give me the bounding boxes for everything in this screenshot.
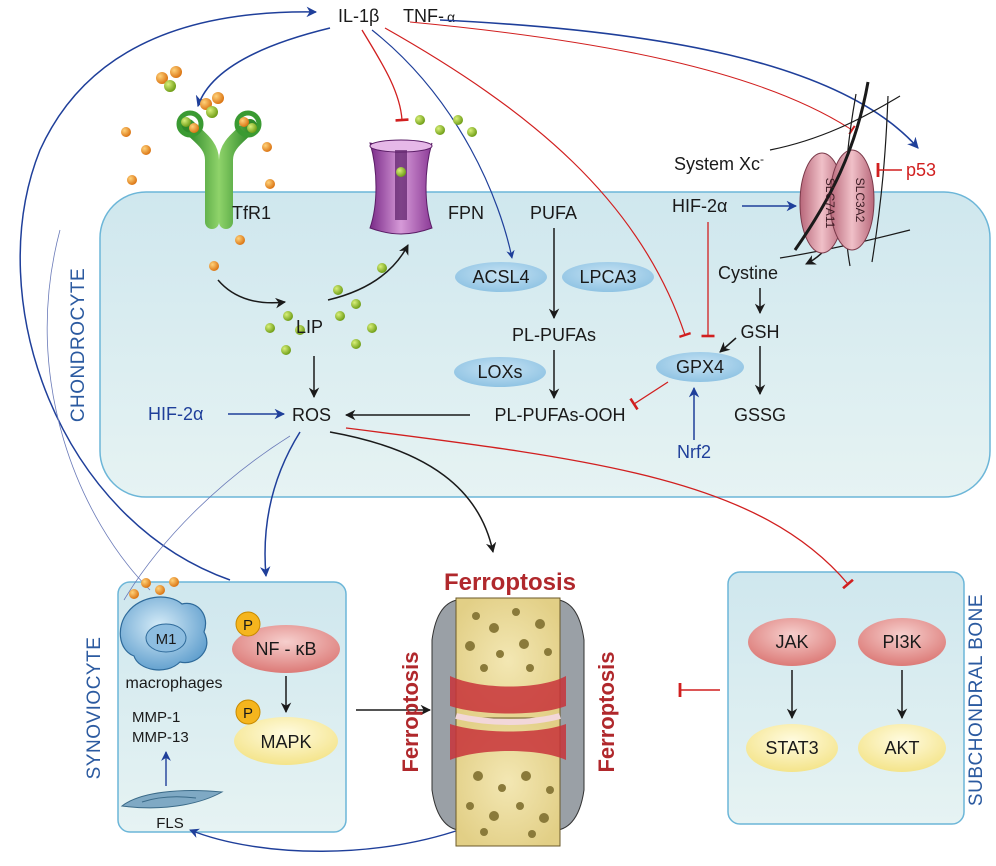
pi3k-label: PI3K (882, 632, 921, 652)
m1-label: M1 (156, 631, 177, 648)
akt-protein (858, 724, 946, 772)
fpn-channel-icon (369, 139, 433, 235)
phospho-badge-1 (235, 611, 261, 637)
inhibit-cytokines-to-gpx4 (384, 27, 692, 339)
subchondral-bone-cell (727, 571, 965, 825)
hif2a-right-label: HIF-2α (672, 196, 727, 216)
ferroptosis-top-label: Ferroptosis (444, 569, 576, 596)
phospho-label-2: P (243, 705, 253, 722)
pufa-label: PUFA (530, 203, 577, 223)
stat3-protein (746, 724, 838, 772)
gpx4-label: GPX4 (676, 357, 724, 377)
mmp13-label: MMP-13 (132, 729, 189, 746)
line-ros-to-synoviocyte-2 (123, 435, 291, 601)
line-synoviocyte-to-cytokines-2 (46, 229, 151, 591)
phospho-label-1: P (243, 617, 253, 634)
pi3k-kinase (858, 618, 946, 666)
gpx4-enzyme (656, 352, 744, 382)
nrf2-label: Nrf2 (677, 442, 711, 462)
gsh-label: GSH (740, 322, 779, 342)
akt-label: AKT (884, 738, 919, 758)
phospho-badge-2 (235, 699, 261, 725)
arrow-synoviocyte-to-cytokines (19, 6, 318, 581)
chondrocyte-label: CHONDROCYTE (68, 268, 89, 422)
lip-label: LIP (296, 317, 323, 337)
arrow-cytokines-to-acsl4 (371, 29, 515, 259)
tnf-alpha-label: TNF-α (403, 6, 455, 26)
pl-pufas-label: PL-PUFAs (512, 325, 596, 345)
gssg-label: GSSG (734, 405, 786, 425)
arrow-cytokines-to-tfr1 (195, 27, 331, 108)
arrow-joint-to-fls (189, 825, 471, 852)
slc7a11-label: SLC7A11 (823, 178, 837, 229)
inhibit-gpx4-to-ooh (629, 381, 669, 411)
pl-pufas-ooh-label: PL-PUFAs-OOH (494, 405, 625, 425)
inhibit-cytokines-to-fpn (361, 29, 409, 122)
hif2a-left-label: HIF-2α (148, 404, 203, 424)
arrow-gsh-to-gpx4 (719, 337, 737, 353)
lpca3-label: LPCA3 (579, 267, 636, 287)
loxs-label: LOXs (477, 362, 522, 382)
mapk-label: MAPK (260, 732, 311, 752)
lpca3-enzyme (562, 262, 654, 292)
jak-kinase (748, 618, 836, 666)
system-xc-label: System Xc- (674, 152, 764, 174)
ferroptosis-left-label: Ferroptosis (398, 651, 423, 772)
iron-particles-green-top (415, 115, 477, 137)
fpn-label: FPN (448, 203, 484, 223)
mmp1-label: MMP-1 (132, 709, 180, 726)
nfkb-kinase (232, 625, 340, 673)
labile-iron-pool-particles (265, 263, 387, 355)
tfr1-label: TfR1 (232, 203, 271, 223)
ros-label: ROS (292, 405, 331, 425)
chondrocyte-cell (99, 191, 991, 498)
nfkb-label: NF - κB (256, 639, 317, 659)
acsl4-label: ACSL4 (472, 267, 529, 287)
synoviocyte-label: SYNOVIOCYTE (84, 637, 105, 780)
ferroptosis-right-label: Ferroptosis (594, 651, 619, 772)
slc3a2-label: SLC3A2 (853, 178, 867, 223)
m1-macrophage-icon (119, 596, 208, 671)
macrophages-label: macrophages (126, 675, 223, 692)
cystine-label: Cystine (718, 263, 778, 283)
arrow-cytokines-to-p53 (439, 19, 919, 149)
system-xc-transporter-icon (769, 81, 911, 267)
stat3-label: STAT3 (765, 738, 818, 758)
subchondral-bone-label: SUBCHONDRAL BONE (966, 594, 987, 806)
osteoarthritis-joint-illustration (431, 597, 585, 847)
iron-particles-orange (121, 66, 275, 271)
mapk-kinase (234, 717, 338, 765)
arrow-ros-to-ferroptosis (329, 431, 497, 554)
fls-cell-icon (120, 790, 224, 809)
iron-particles-macrophage (129, 577, 179, 599)
arrow-tfr1-to-lip (217, 279, 287, 309)
tfr1-receptor-icon (176, 110, 262, 229)
p53-label: p53 (906, 160, 936, 180)
inhibit-cytokines-to-system-xc (409, 21, 856, 135)
arrow-lip-to-fpn (327, 244, 409, 301)
arrow-ros-to-synoviocyte (259, 431, 301, 578)
fls-label: FLS (156, 815, 184, 832)
loxs-enzyme (454, 357, 546, 387)
il1b-label: IL-1β (338, 6, 379, 26)
acsl4-enzyme (455, 262, 547, 292)
jak-label: JAK (775, 632, 808, 652)
inhibit-ros-to-subchondral-bone (345, 427, 854, 590)
